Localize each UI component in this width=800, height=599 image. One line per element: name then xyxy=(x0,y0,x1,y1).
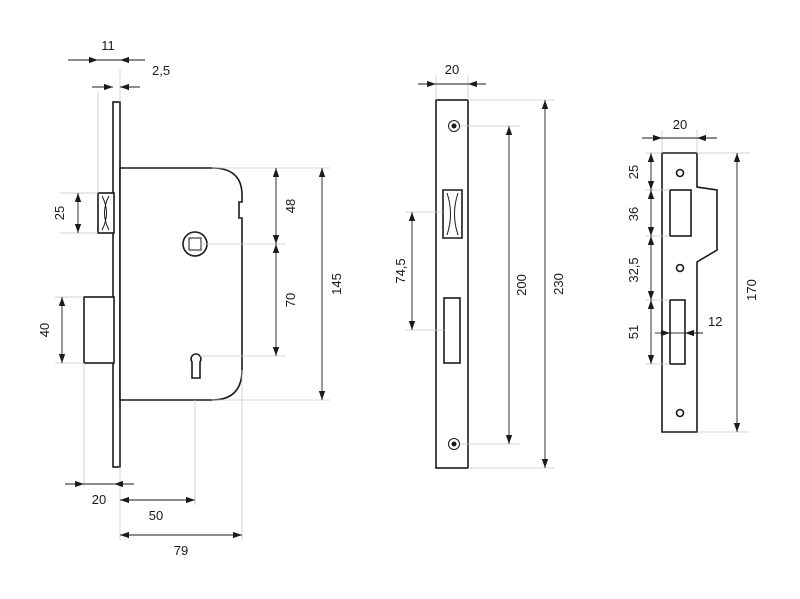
screw-hole-bottom xyxy=(448,438,460,450)
dim-strike-gap: 32,5 xyxy=(626,257,641,282)
latch-bevel xyxy=(101,195,107,231)
dim-faceplate-width: 20 xyxy=(445,62,459,77)
keyhole-icon xyxy=(190,353,202,379)
lock-case xyxy=(119,167,243,401)
faceplate-view xyxy=(435,99,469,469)
dim-case-height: 145 xyxy=(329,273,344,295)
dim-strike-top-offset: 25 xyxy=(626,165,641,179)
dim-screw-spacing: 200 xyxy=(514,274,529,296)
dim-spindle-to-top: 48 xyxy=(283,199,298,213)
dim-faceplate-thickness: 2,5 xyxy=(152,63,170,78)
bolt-opening xyxy=(443,297,461,364)
dim-strike-width: 20 xyxy=(673,117,687,132)
deadbolt xyxy=(83,296,115,364)
dim-bolt-height: 40 xyxy=(37,323,52,337)
extension-lines xyxy=(55,70,750,540)
dim-faceplate-depth: 11 xyxy=(101,38,115,53)
screw-hole-top xyxy=(448,120,460,132)
dim-latch-height: 25 xyxy=(52,206,67,220)
dim-strike-bolt-width: 12 xyxy=(708,314,722,329)
dim-faceplate-length: 230 xyxy=(551,273,566,295)
dim-latch-offset: 74,5 xyxy=(393,258,408,283)
faceplate-outline xyxy=(435,99,469,469)
dimension-labels: 11 2,5 25 40 20 50 79 48 70 145 20 74,5 … xyxy=(37,38,759,558)
dim-strike-latch-opening: 36 xyxy=(626,207,641,221)
dim-strike-bolt-opening: 51 xyxy=(626,325,641,339)
dim-backset: 50 xyxy=(149,508,163,523)
strike-screw-bottom xyxy=(675,408,685,418)
dim-bolt-throw: 20 xyxy=(92,492,106,507)
strike-latch-opening xyxy=(669,189,692,237)
dim-case-depth: 79 xyxy=(174,543,188,558)
dim-spindle-to-keyhole: 70 xyxy=(283,293,298,307)
strike-screw-top xyxy=(675,168,685,178)
strike-bolt-opening xyxy=(669,299,686,365)
dimension-lines xyxy=(58,56,741,539)
latch-opening xyxy=(442,189,463,239)
dim-strike-length: 170 xyxy=(744,279,759,301)
lock-faceplate xyxy=(112,101,121,468)
latch-bevel-inner xyxy=(104,195,110,231)
strike-plate-view xyxy=(661,152,718,433)
strike-screw-middle xyxy=(675,263,685,273)
lock-body-view xyxy=(83,101,243,468)
